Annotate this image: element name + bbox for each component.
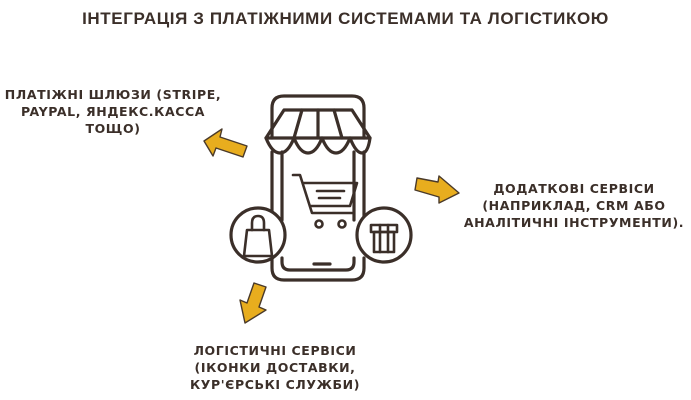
payment-gateways-label: ПЛАТІЖНІ ШЛЮЗИ (STRIPE, PAYPAL, ЯНДЕКС.К… — [2, 86, 224, 137]
shopping-bag-icon — [229, 206, 287, 264]
label-line: ДОДАТКОВІ СЕРВІСИ — [493, 181, 655, 196]
label-line: ТОЩО) — [85, 121, 141, 136]
gift-box-icon — [355, 206, 413, 264]
shopping-cart-icon — [291, 173, 359, 229]
awning-icon — [264, 108, 372, 155]
arrow-right-icon — [414, 175, 460, 204]
page-title: ІНТЕГРАЦІЯ З ПЛАТІЖНИМИ СИСТЕМАМИ ТА ЛОГ… — [82, 9, 609, 28]
label-line: (НАПРИКЛАД, CRM АБО — [482, 198, 666, 213]
label-line: PAYPAL, ЯНДЕКС.КАССА — [20, 104, 206, 119]
additional-services-label: ДОДАТКОВІ СЕРВІСИ (НАПРИКЛАД, CRM АБО АН… — [462, 180, 686, 231]
label-line: КУР'ЄРСЬКІ СЛУЖБИ) — [189, 377, 361, 392]
arrow-up-left-icon — [203, 128, 248, 158]
logistics-services-label: ЛОГІСТИЧНІ СЕРВІСИ (ІКОНКИ ДОСТАВКИ, КУР… — [175, 342, 375, 393]
label-line: ЛОГІСТИЧНІ СЕРВІСИ — [193, 343, 357, 358]
label-line: (ІКОНКИ ДОСТАВКИ, — [194, 360, 356, 375]
label-line: АНАЛІТИЧНІ ІНСТРУМЕНТИ). — [463, 215, 685, 230]
arrow-down-left-icon — [239, 282, 267, 324]
mobile-shop-icon — [229, 94, 413, 282]
label-line: ПЛАТІЖНІ ШЛЮЗИ (STRIPE, — [4, 87, 222, 102]
